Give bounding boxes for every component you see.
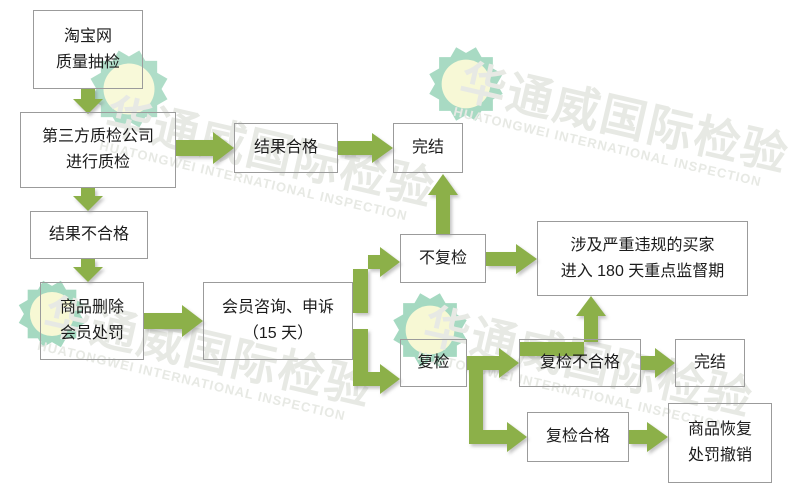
edge-appeal-to-no-recheck xyxy=(353,247,400,313)
edge-sampling-to-inspection xyxy=(73,88,103,114)
node-recheck[interactable]: 复检 xyxy=(400,339,467,387)
edge-no-recheck-to-violation xyxy=(486,244,537,274)
node-recheck-fail[interactable]: 复检不合格 xyxy=(519,339,641,387)
node-recheck-pass[interactable]: 复检合格 xyxy=(527,412,629,462)
node-line: 不复检 xyxy=(418,249,467,267)
edge-recheck-to-recheck-fail xyxy=(467,348,519,378)
edge-recheck-pass-to-restore xyxy=(629,422,668,452)
node-taobao-sampling[interactable]: 淘宝网 质量抽检 xyxy=(33,10,143,89)
node-line: 完结 xyxy=(411,139,444,156)
node-line: 结果不合格 xyxy=(48,226,129,243)
edge-no-recheck-to-complete xyxy=(428,174,458,234)
node-line: 质量抽检 xyxy=(55,53,120,71)
node-line: 商品恢复 xyxy=(687,421,752,438)
edge-penalty-to-appeal xyxy=(144,305,203,337)
node-line: 第三方质检公司 xyxy=(41,128,154,145)
node-result-pass[interactable]: 结果合格 xyxy=(234,123,338,173)
node-line: 淘宝网 xyxy=(63,27,112,45)
node-line: 复检合格 xyxy=(545,428,610,445)
node-no-recheck[interactable]: 不复检 xyxy=(400,234,486,283)
node-line: 复检不合格 xyxy=(539,354,620,371)
edge-pass-to-complete xyxy=(338,133,393,163)
node-restore-and-revoke[interactable]: 商品恢复 处罚撤销 xyxy=(668,403,772,483)
node-line: 完结 xyxy=(693,354,726,371)
node-remove-and-penalty[interactable]: 商品删除 会员处罚 xyxy=(40,282,144,360)
edge-recheck-to-recheck-pass xyxy=(467,363,527,452)
node-complete-top[interactable]: 完结 xyxy=(393,123,463,173)
node-serious-violation[interactable]: 涉及严重违规的买家 进入 180 天重点监督期 xyxy=(537,221,748,296)
node-line: 处罚撤销 xyxy=(687,447,752,464)
node-line: 涉及严重违规的买家 xyxy=(570,236,715,254)
edge-appeal-to-recheck xyxy=(353,329,400,394)
node-third-party-inspection[interactable]: 第三方质检公司 进行质检 xyxy=(20,112,176,188)
node-line: 进行质检 xyxy=(65,154,130,171)
node-line: 会员咨询、申诉 xyxy=(221,299,334,316)
edge-recheck-fail-to-complete xyxy=(641,348,675,378)
node-result-fail[interactable]: 结果不合格 xyxy=(30,211,148,259)
node-line: 进入 180 天重点监督期 xyxy=(560,262,725,280)
node-line: 商品删除 xyxy=(59,299,124,316)
node-line: 结果合格 xyxy=(253,139,318,156)
node-line: （15 天） xyxy=(242,325,314,342)
edge-fail-to-penalty xyxy=(73,259,103,282)
node-line: 复检 xyxy=(417,354,450,371)
edge-inspection-to-pass xyxy=(176,132,234,164)
edge-recheck-fail-to-violation xyxy=(520,296,606,356)
node-member-appeal[interactable]: 会员咨询、申诉 （15 天） xyxy=(203,282,353,360)
node-line: 会员处罚 xyxy=(59,325,124,342)
node-complete-bottom[interactable]: 完结 xyxy=(675,339,745,387)
edge-inspection-to-fail xyxy=(73,188,103,211)
